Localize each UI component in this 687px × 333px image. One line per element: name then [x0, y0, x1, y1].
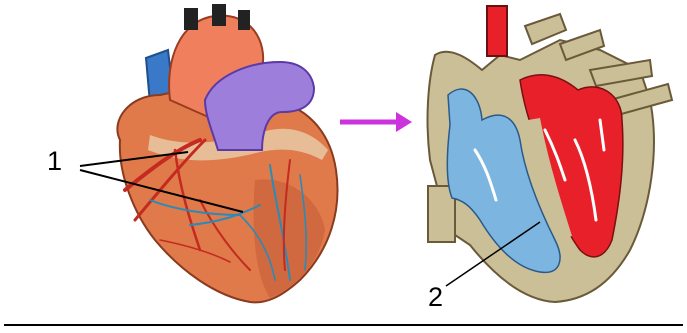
aorta-section — [487, 6, 507, 56]
aorta-branch — [238, 10, 250, 30]
label-2: 2 — [428, 284, 443, 311]
label-1: 1 — [47, 148, 62, 175]
aorta-branch — [212, 4, 226, 26]
arrow-right-icon — [340, 112, 412, 132]
heart-cross-section — [428, 6, 672, 302]
external-heart — [80, 4, 338, 302]
aorta-branch — [184, 8, 198, 30]
bottom-divider — [4, 324, 683, 326]
